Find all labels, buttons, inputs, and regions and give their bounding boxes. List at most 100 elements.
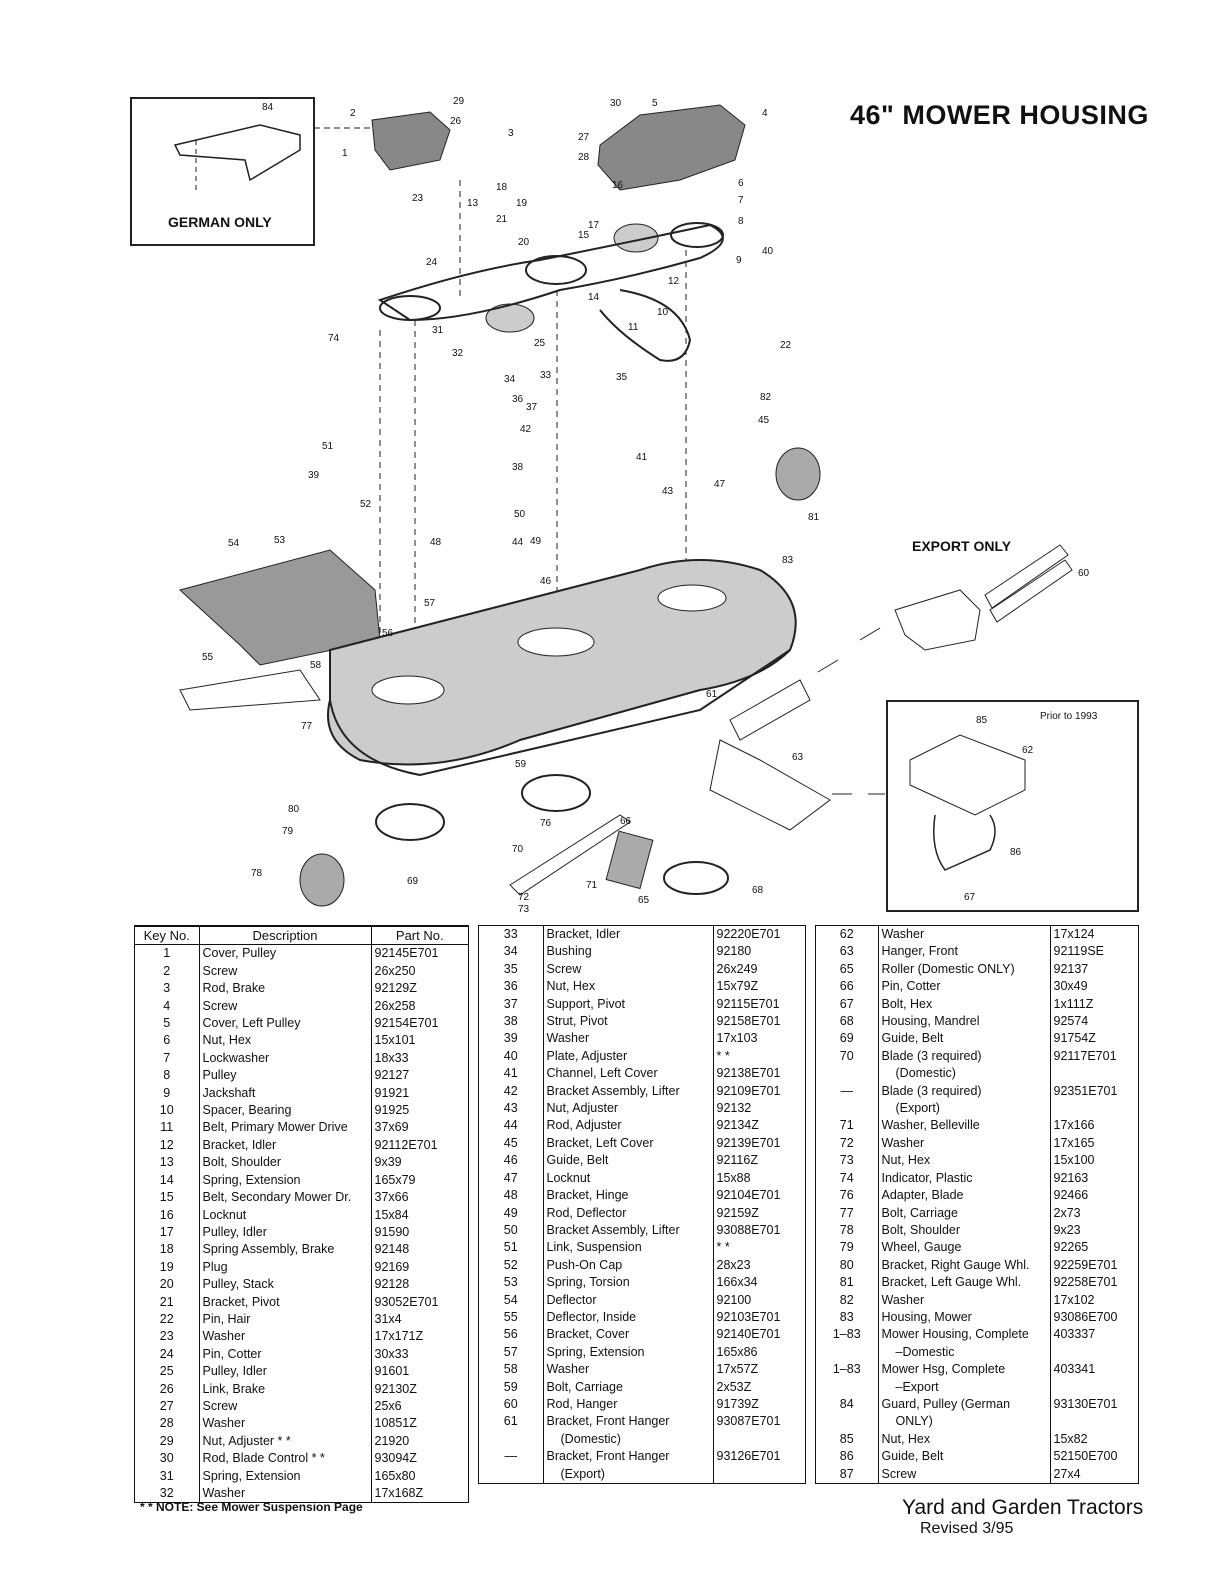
part-description: Cover, Left Pulley	[199, 1015, 372, 1033]
gauge-wheel-right	[775, 447, 821, 501]
part-number: 52150E700	[1053, 1449, 1118, 1464]
callout-8: 8	[738, 216, 744, 227]
part-description: Nut, Hex	[878, 1430, 1051, 1449]
part-description: Pin, Hair	[199, 1310, 372, 1329]
callout-49: 49	[530, 536, 542, 547]
key-number: 61	[479, 1413, 544, 1449]
part-description: Spring, Torsion	[543, 1274, 714, 1292]
callout-28: 28	[578, 152, 590, 163]
idler-pulley-17	[613, 223, 659, 253]
part-number: 92137	[1053, 961, 1089, 976]
key-number: 37	[479, 995, 544, 1014]
callout-16: 16	[612, 180, 624, 191]
callout-39: 39	[308, 470, 320, 481]
part-description: Screw	[199, 1397, 372, 1416]
part-description: Bolt, Hex	[878, 995, 1051, 1014]
key-number: 6	[135, 1032, 200, 1050]
callout-60: 60	[1078, 568, 1090, 579]
header-part: Part No.	[371, 925, 468, 946]
key-number: 12	[135, 1136, 200, 1155]
part-number: 15x82	[1053, 1431, 1088, 1446]
part-number: 15x101	[374, 1033, 416, 1048]
part-number: 92100	[716, 1292, 752, 1307]
callout-19: 19	[516, 198, 528, 209]
part-description: Rod, Deflector	[543, 1204, 714, 1222]
part-number: 26x250	[374, 963, 416, 978]
part-description: Cover, Pulley	[199, 944, 372, 963]
key-number: 33	[479, 926, 544, 944]
key-number: 9	[135, 1084, 200, 1103]
part-number: 92117E701	[1053, 1048, 1117, 1063]
part-description: Bracket, Idler	[543, 926, 714, 944]
key-number: 18	[135, 1241, 200, 1259]
key-number: 81	[816, 1274, 879, 1292]
pulley-cover-shape	[371, 111, 451, 171]
part-description: Washer	[199, 1485, 372, 1503]
part-description: Pulley	[199, 1067, 372, 1085]
mandrel-housing-center	[521, 774, 591, 812]
part-description: Washer	[199, 1415, 372, 1433]
key-number: 39	[479, 1030, 544, 1048]
callout-18: 18	[496, 182, 508, 193]
part-number: 92220E701	[716, 927, 781, 941]
part-number: 166x34	[716, 1275, 758, 1290]
part-description: Bolt, Shoulder	[199, 1154, 372, 1172]
part-number: 165x79	[374, 1172, 416, 1187]
callout-31: 31	[432, 325, 444, 336]
key-number: 78	[816, 1221, 879, 1240]
part-description: Deflector, Inside	[543, 1308, 714, 1327]
part-description: Housing, Mandrel	[878, 1013, 1051, 1031]
pulley-left	[379, 295, 441, 321]
callout-55: 55	[202, 652, 214, 663]
key-number: 84	[816, 1395, 879, 1431]
part-number: 93126E701	[716, 1449, 781, 1464]
callout-71: 71	[586, 880, 598, 891]
part-description: Washer	[878, 1291, 1051, 1309]
key-number: 43	[479, 1100, 544, 1118]
key-number: 53	[479, 1274, 544, 1292]
callout-2: 2	[350, 108, 356, 119]
callout-17: 17	[588, 220, 600, 231]
callout-63: 63	[792, 752, 804, 763]
callout-24: 24	[426, 257, 438, 268]
key-number: 1–83	[816, 1326, 879, 1362]
key-number: 62	[816, 926, 879, 944]
part-number: 30x33	[374, 1346, 409, 1361]
part-description: Rod, Blade Control * *	[199, 1450, 372, 1468]
part-description: Spring Assembly, Brake	[199, 1241, 372, 1259]
part-number: 92265	[1053, 1240, 1089, 1255]
part-description: Screw	[199, 997, 372, 1016]
key-number: 57	[479, 1343, 544, 1362]
part-number: 21920	[374, 1433, 410, 1448]
key-number: 85	[816, 1430, 879, 1449]
part-description: Blade (3 required)(Export)	[878, 1082, 1051, 1118]
key-number: 36	[479, 978, 544, 996]
key-number: 66	[816, 978, 879, 996]
part-number: 30x49	[1053, 979, 1088, 994]
part-number: 92574	[1053, 1014, 1089, 1029]
part-description: Pulley, Stack	[199, 1276, 372, 1294]
key-number: 76	[816, 1187, 879, 1205]
part-description: Rod, Brake	[199, 980, 372, 998]
